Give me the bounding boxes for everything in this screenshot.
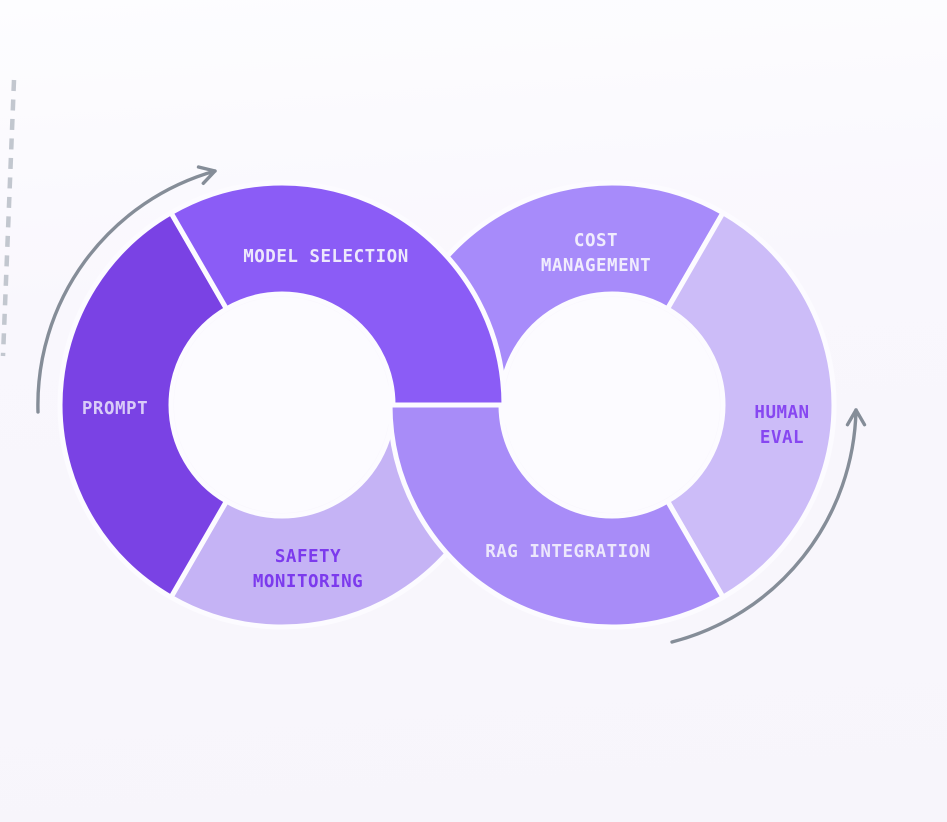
label-safety-monitoring-line1: SAFETY [275,547,341,567]
label-human-eval-line2: EVAL [760,428,804,448]
label-cost-management-line1: COST [574,231,618,251]
cycle-arrow-bottom-right-head [845,408,867,427]
segment-prompt [57,210,229,600]
dashed-guide-line [0,79,17,357]
cycle-arrow-bottom-right-curve [670,408,858,644]
cycle-arrow-bottom-right-icon [670,408,867,644]
cycle-arrow-top-left-curve [36,169,217,414]
cycle-arrow-top-left-head [196,165,217,185]
label-safety-monitoring-line2: MONITORING [253,572,363,592]
segment-model-selection [168,180,507,408]
label-human-eval-line1: HUMAN [754,403,809,423]
left-loop-hole [174,297,390,513]
cycle-arrow-top-left-icon [36,165,217,414]
right-loop-hole [504,297,720,513]
label-prompt: PROMPT [82,399,148,419]
segment-labels: PROMPT MODEL SELECTION SAFETY MONITORING… [82,231,809,592]
label-rag-integration: RAG INTEGRATION [485,542,651,562]
label-model-selection: MODEL SELECTION [243,247,409,267]
label-cost-management-line2: MANAGEMENT [541,256,651,276]
segment-human-eval [665,210,837,600]
segment-rag-integration-overlap [387,402,726,630]
left-loop [57,180,507,630]
